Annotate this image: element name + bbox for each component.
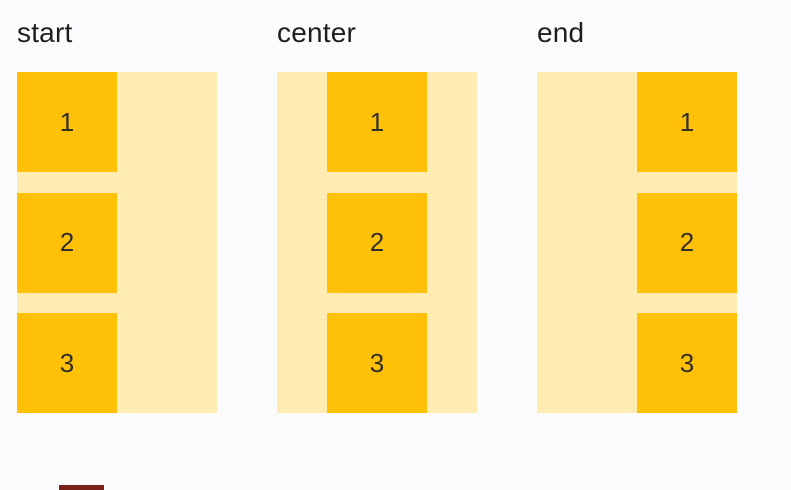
group-end-label: end xyxy=(537,17,585,48)
demo-item: 1 xyxy=(17,72,117,172)
demo-item: 3 xyxy=(637,313,737,413)
group-end: end 1 2 3 xyxy=(537,16,737,413)
group-center-label: center xyxy=(277,17,357,48)
group-start-container: 1 2 3 xyxy=(17,72,217,413)
group-start-label: start xyxy=(17,17,73,48)
group-start: start 1 2 3 xyxy=(17,16,217,413)
group-center: center 1 2 3 xyxy=(277,16,477,413)
group-end-container: 1 2 3 xyxy=(537,72,737,413)
demo-item: 3 xyxy=(327,313,427,413)
demo-item: 2 xyxy=(327,192,427,293)
demo-item: 2 xyxy=(17,192,117,293)
cutoff-element-top-edge xyxy=(59,485,104,490)
group-center-container: 1 2 3 xyxy=(277,72,477,413)
demo-item: 1 xyxy=(327,72,427,172)
demo-groups: start 1 2 3 center 1 2 3 end 1 2 3 xyxy=(17,16,737,413)
demo-item: 1 xyxy=(637,72,737,172)
demo-item: 3 xyxy=(17,313,117,413)
demo-item: 2 xyxy=(637,192,737,293)
